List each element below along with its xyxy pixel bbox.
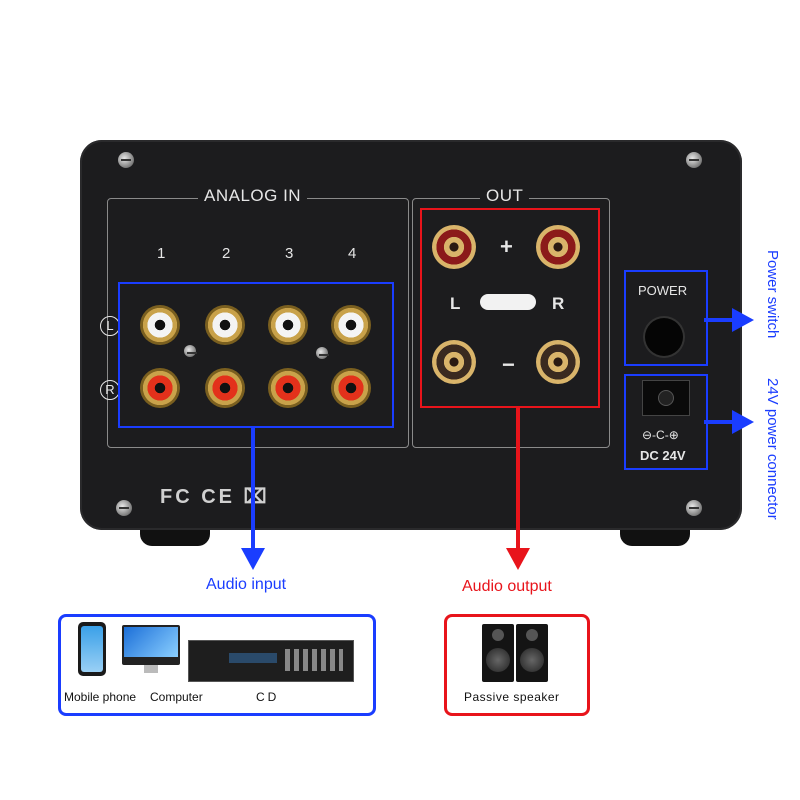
speaker-woofer bbox=[520, 648, 544, 672]
polarity-symbol: ⊖-C-⊕ bbox=[642, 428, 679, 442]
speaker-woofer bbox=[486, 648, 510, 672]
power-connector-arrow bbox=[704, 410, 754, 434]
plus-label: + bbox=[500, 234, 513, 259]
audio-output-arrow bbox=[506, 406, 530, 570]
phone-screen bbox=[81, 626, 103, 672]
speaker-image-left bbox=[482, 624, 514, 682]
rca-input-4-right[interactable] bbox=[331, 368, 371, 408]
power-button[interactable] bbox=[645, 318, 683, 356]
output-left-label: L bbox=[450, 294, 461, 313]
passive-speaker-caption: Passive speaker bbox=[464, 690, 560, 704]
power-label: POWER bbox=[638, 283, 688, 298]
rca-input-2-left[interactable] bbox=[205, 305, 245, 345]
input-number-3: 3 bbox=[285, 245, 294, 262]
rca-input-3-right[interactable] bbox=[268, 368, 308, 408]
computer-stand bbox=[144, 665, 158, 673]
right-foot bbox=[620, 528, 690, 546]
mobile-phone-caption: Mobile phone bbox=[64, 690, 137, 704]
left-foot bbox=[140, 528, 210, 546]
input-number-2: 2 bbox=[222, 245, 231, 262]
cd-buttons bbox=[285, 649, 343, 671]
audio-input-caption: Audio input bbox=[206, 576, 287, 593]
rca-input-1-right[interactable] bbox=[140, 368, 180, 408]
screw-icon bbox=[316, 347, 329, 359]
analog-in-title: ANALOG IN bbox=[198, 186, 308, 206]
computer-caption: Computer bbox=[150, 690, 203, 704]
speaker-tweeter bbox=[492, 629, 504, 641]
minus-label: − bbox=[502, 352, 515, 377]
sources-box bbox=[58, 614, 376, 716]
power-switch-arrow bbox=[704, 308, 754, 332]
screw-icon bbox=[686, 152, 702, 168]
rca-input-1-left[interactable] bbox=[140, 305, 180, 345]
right-negative-terminal[interactable] bbox=[536, 340, 580, 384]
mobile-phone-image bbox=[78, 622, 106, 676]
certification-marks: FC CE ⌧ bbox=[160, 486, 270, 508]
speaker-tweeter bbox=[526, 629, 538, 641]
cd-caption: CD bbox=[256, 690, 280, 704]
power-connector-annotation: 24V power connector bbox=[764, 378, 781, 520]
dc-jack-pin bbox=[658, 390, 674, 406]
power-switch-annotation: Power switch bbox=[764, 250, 781, 339]
cd-player-image bbox=[188, 640, 354, 682]
screw-icon bbox=[184, 345, 197, 357]
cd-display bbox=[229, 653, 277, 663]
audio-output-caption: Audio output bbox=[462, 578, 552, 595]
audio-input-arrow bbox=[241, 426, 265, 570]
output-bridge-indicator bbox=[480, 294, 536, 310]
speaker-image-right bbox=[516, 624, 548, 682]
audio-output-highlight bbox=[420, 208, 600, 408]
audio-input-highlight bbox=[118, 282, 394, 428]
output-box bbox=[444, 614, 590, 716]
left-positive-terminal[interactable] bbox=[432, 225, 476, 269]
out-title: OUT bbox=[480, 186, 530, 206]
output-right-label: R bbox=[552, 294, 565, 313]
dc-24v-label: DC 24V bbox=[640, 448, 686, 463]
dc-jack[interactable] bbox=[642, 380, 690, 416]
computer-image bbox=[122, 625, 180, 673]
input-number-1: 1 bbox=[157, 245, 166, 262]
input-number-4: 4 bbox=[348, 245, 357, 262]
screw-icon bbox=[116, 500, 132, 516]
amplifier-rear-panel bbox=[80, 140, 742, 530]
screw-icon bbox=[686, 500, 702, 516]
rca-input-2-right[interactable] bbox=[205, 368, 245, 408]
right-positive-terminal[interactable] bbox=[536, 225, 580, 269]
screw-icon bbox=[118, 152, 134, 168]
computer-screen bbox=[124, 627, 178, 657]
rca-input-4-left[interactable] bbox=[331, 305, 371, 345]
rca-input-3-left[interactable] bbox=[268, 305, 308, 345]
left-negative-terminal[interactable] bbox=[432, 340, 476, 384]
